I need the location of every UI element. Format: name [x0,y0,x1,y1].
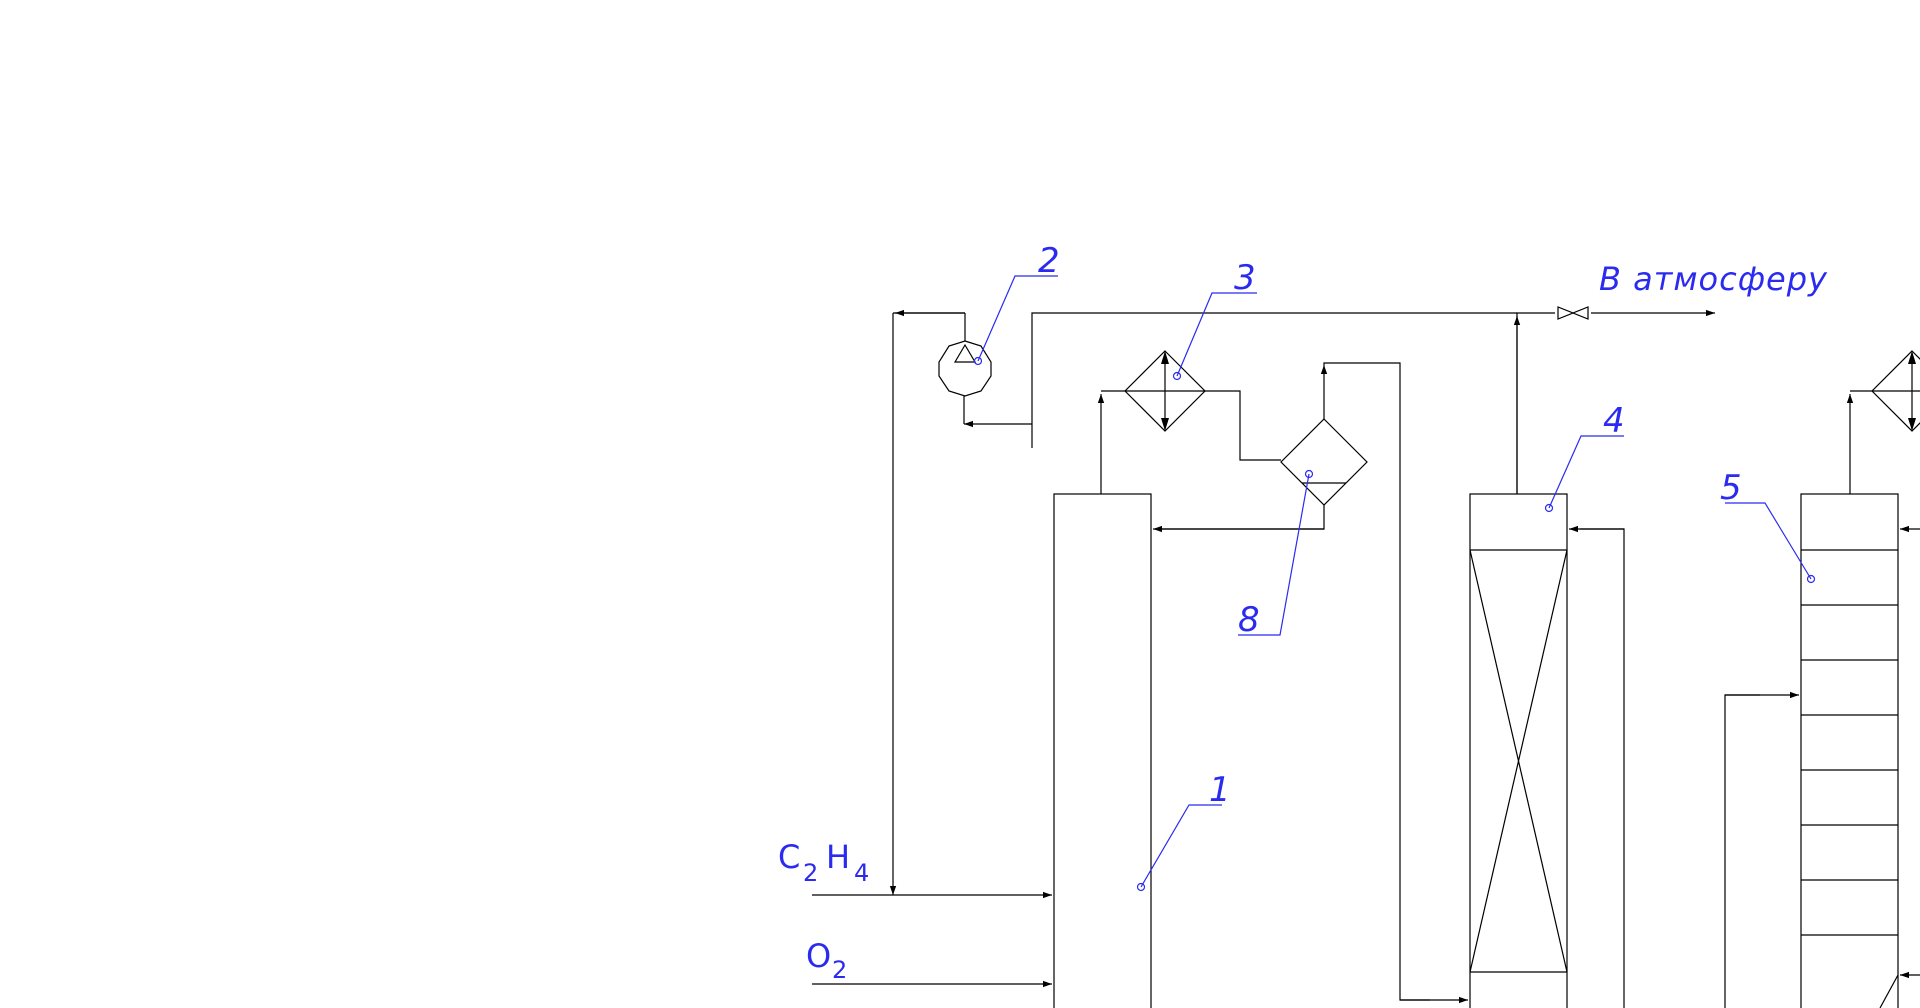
label-compressor: 2 [1038,241,1060,281]
label-absorber: 4 [1603,401,1625,441]
label-leaders [973,275,1816,892]
ethylene-c: C [778,838,800,876]
ethylene-sub-2: 2 [803,859,818,887]
cooler-partial-right [1871,350,1920,432]
vent-label: В атмосферу [1599,260,1828,298]
label-column: 5 [1720,468,1742,508]
absorber-4 [1469,493,1568,1008]
column-5 [1800,493,1899,1008]
reactor-1 [1053,493,1152,1008]
ethylene-h: H [826,838,850,876]
feed-ethylene-label: C 2 H 4 [778,838,869,887]
separator-8 [1280,418,1368,506]
oxygen-sub-2: 2 [832,956,847,984]
label-separator: 8 [1238,600,1260,640]
ethylene-sub-4: 4 [854,859,869,887]
oxygen-o: O [806,937,831,975]
cooler-3 [1124,350,1206,432]
label-cooler: 3 [1234,258,1256,298]
piping [812,306,1920,1008]
label-reactor: 1 [1209,770,1231,810]
compressor-2 [938,340,992,397]
feed-oxygen-label: O 2 [806,937,847,984]
